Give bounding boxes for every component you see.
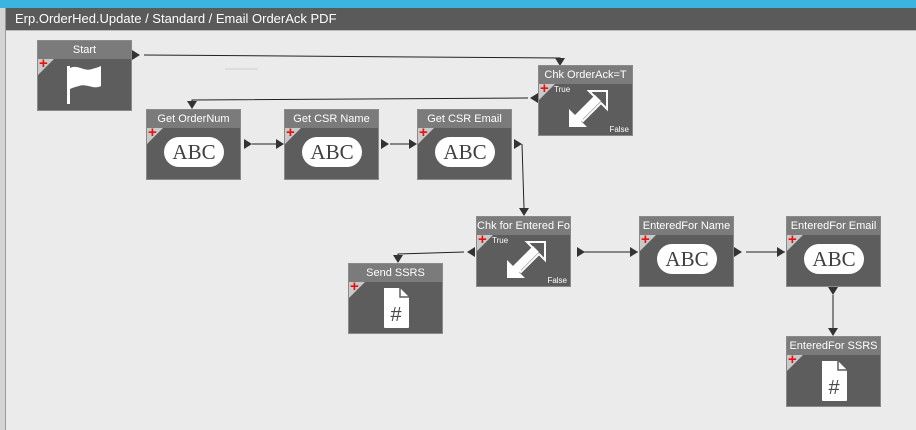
add-marker-icon[interactable]: + — [286, 124, 295, 141]
false-branch-label: False — [609, 125, 629, 134]
abc-icon: ABC — [804, 244, 864, 274]
document-icon: # — [384, 288, 409, 328]
connector-start-to-chk-orderack — [143, 54, 561, 65]
add-marker-icon[interactable]: + — [788, 231, 797, 248]
workflow-canvas[interactable] — [6, 30, 916, 430]
node-chk-orderack[interactable]: Chk OrderAck=T + True False — [538, 65, 633, 136]
node-get-csr-name[interactable]: Get CSR Name + ABC — [284, 109, 379, 180]
node-send-ssrs[interactable]: Send SSRS + # — [348, 263, 443, 334]
condition-icon — [569, 90, 608, 127]
connector-chk-entered-for-to-send-ssrs — [397, 251, 465, 262]
add-marker-icon[interactable]: + — [39, 55, 48, 72]
node-chk-orderack-title: Chk OrderAck=T — [539, 66, 632, 84]
node-enteredfor-email[interactable]: EnteredFor Email + ABC — [786, 216, 881, 287]
add-marker-icon[interactable]: + — [788, 351, 797, 368]
connector-get-csr-email-to-chk-entered-for — [521, 143, 525, 209]
node-send-ssrs-title: Send SSRS — [349, 264, 442, 282]
abc-icon: ABC — [164, 137, 224, 167]
document-icon: # — [822, 361, 847, 401]
node-get-csr-email-title: Get CSR Email — [418, 110, 511, 128]
node-get-ordernum-title: Get OrderNum — [147, 110, 240, 128]
node-enteredfor-ssrs[interactable]: EnteredFor SSRS + # — [786, 336, 881, 407]
abc-icon: ABC — [657, 244, 717, 274]
true-branch-label: True — [554, 85, 571, 94]
node-get-csr-name-title: Get CSR Name — [285, 110, 378, 128]
abc-icon: ABC — [435, 137, 495, 167]
node-chk-entered-for-title: Chk for Entered Fo — [477, 217, 570, 235]
add-marker-icon[interactable]: + — [148, 124, 157, 141]
left-rail — [0, 8, 6, 430]
node-get-ordernum[interactable]: Get OrderNum + ABC — [146, 109, 241, 180]
connector-chk-orderack-to-get-ordernum — [191, 97, 529, 108]
add-marker-icon[interactable]: + — [350, 278, 359, 295]
node-enteredfor-name-title: EnteredFor Name — [640, 217, 733, 235]
node-enteredfor-email-title: EnteredFor Email — [787, 217, 880, 235]
node-enteredfor-name[interactable]: EnteredFor Name + ABC — [639, 216, 734, 287]
document-symbol: # — [390, 304, 402, 326]
node-chk-entered-for[interactable]: Chk for Entered Fo + True False — [476, 216, 571, 287]
add-marker-icon[interactable]: + — [540, 80, 549, 97]
node-start[interactable]: Start + — [37, 40, 132, 111]
true-branch-label: True — [492, 236, 509, 245]
window-title: Erp.OrderHed.Update / Standard / Email O… — [6, 8, 916, 30]
condition-icon — [507, 241, 546, 278]
false-branch-label: False — [547, 276, 567, 285]
node-get-csr-email[interactable]: Get CSR Email + ABC — [417, 109, 512, 180]
node-start-title: Start — [38, 41, 131, 59]
add-marker-icon[interactable]: + — [478, 231, 487, 248]
document-symbol: # — [828, 377, 840, 399]
add-marker-icon[interactable]: + — [419, 124, 428, 141]
abc-icon: ABC — [302, 137, 362, 167]
node-enteredfor-ssrs-title: EnteredFor SSRS — [787, 337, 880, 355]
flag-icon — [67, 66, 101, 104]
window-accent-strip — [0, 0, 916, 8]
add-marker-icon[interactable]: + — [641, 231, 650, 248]
